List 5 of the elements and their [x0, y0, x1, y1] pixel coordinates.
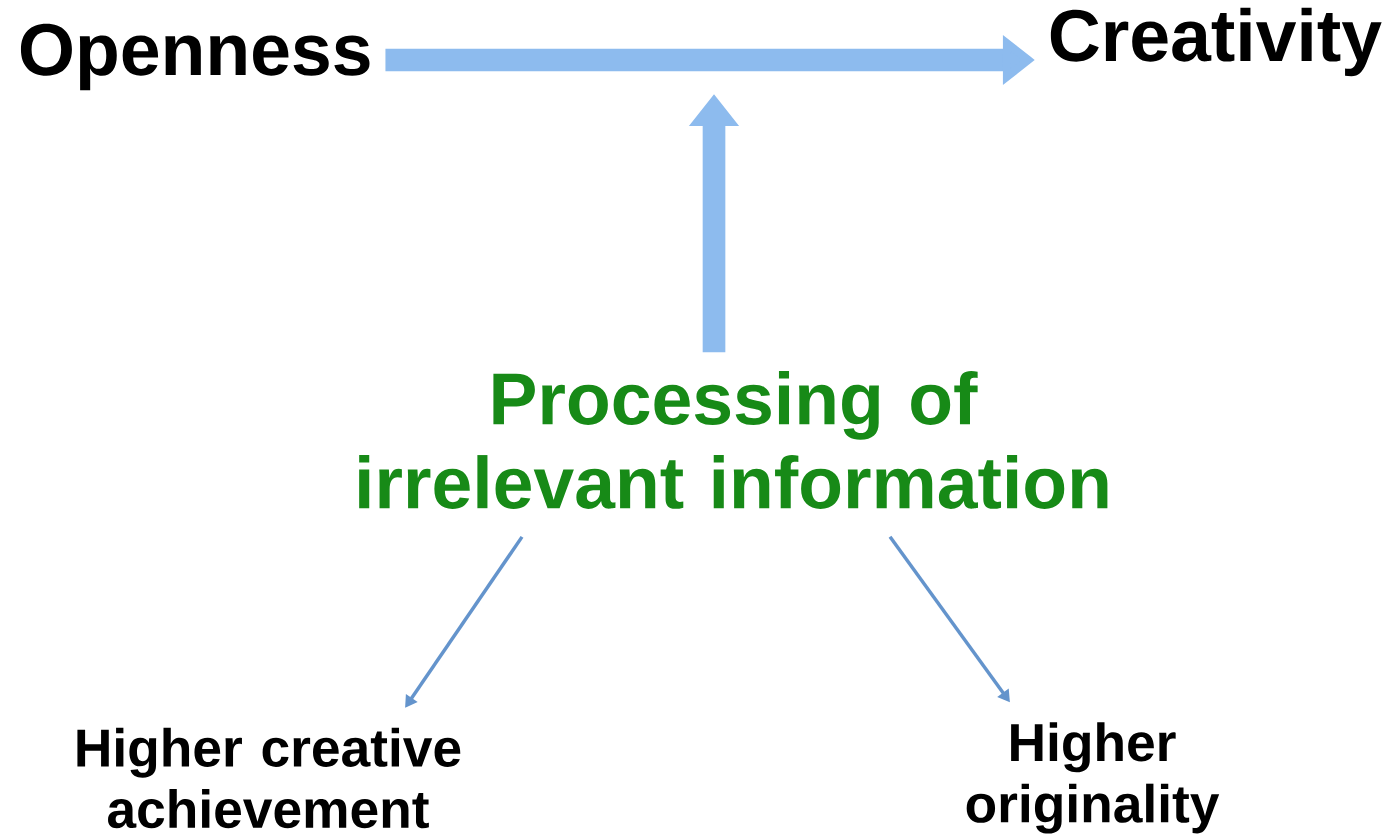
node-text: Higher creative achievement	[77, 727, 461, 829]
node-text: Creativity	[1050, 7, 1382, 77]
node-text: Higher originality	[966, 722, 1220, 834]
node-text: Processing of irrelevant information	[359, 371, 1108, 509]
node-text: Openness	[20, 23, 370, 91]
